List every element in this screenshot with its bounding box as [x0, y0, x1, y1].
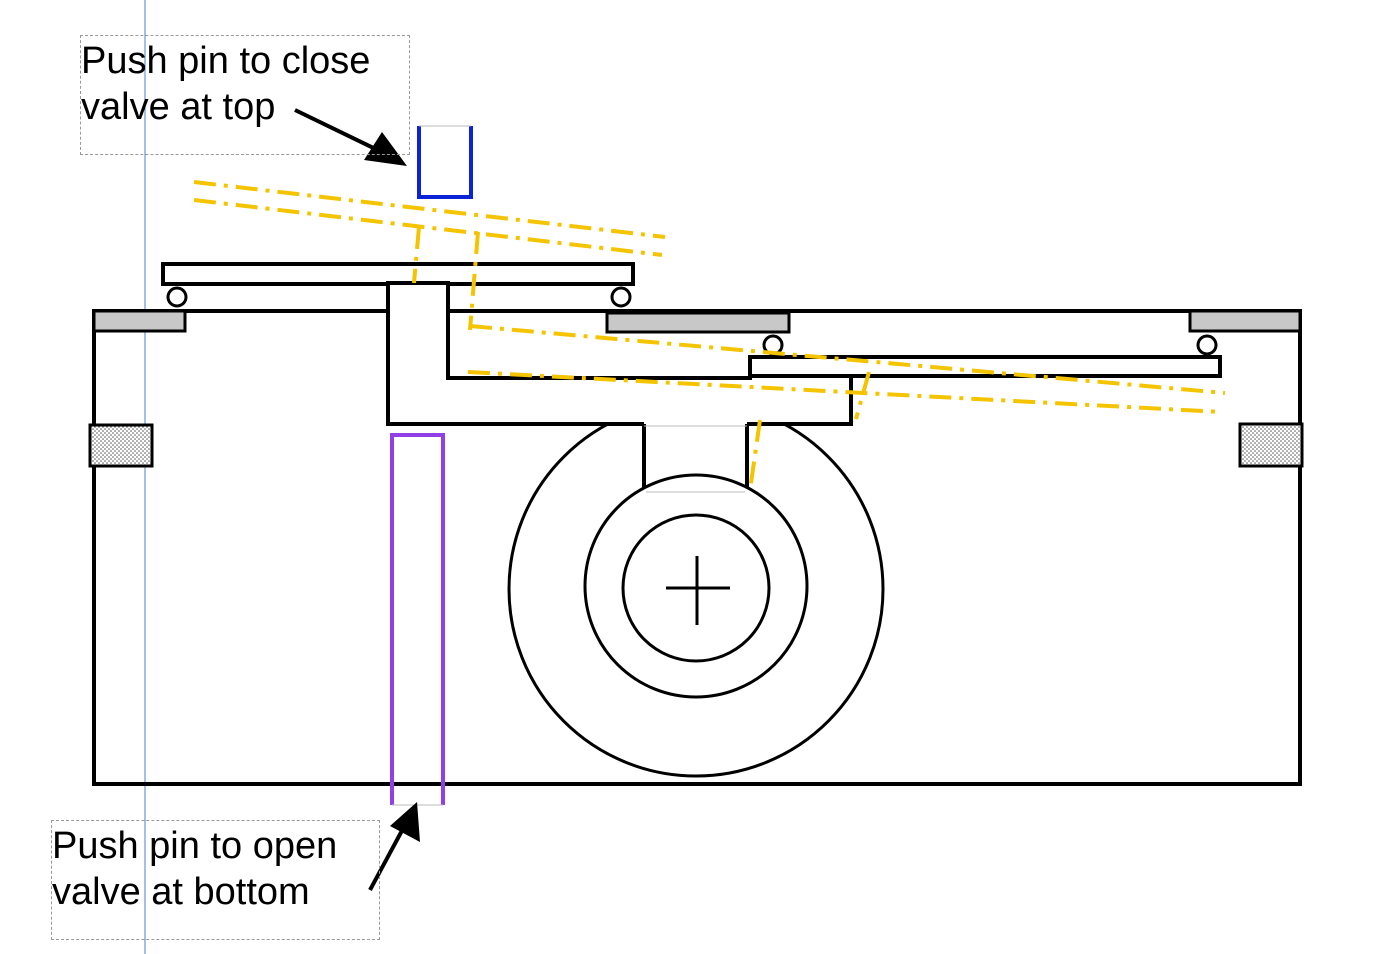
side-block-right — [1238, 422, 1304, 468]
label-top: Push pin to close valve at top — [80, 35, 410, 155]
tilted-position-trace — [193, 180, 1226, 491]
arrow-bottom-head — [390, 802, 420, 842]
roller-right — [1196, 334, 1218, 356]
label-bottom-line1: Push pin to open — [52, 825, 338, 867]
side-block-left — [88, 423, 154, 468]
bottom-push-pin — [390, 433, 445, 805]
seat-right — [1188, 309, 1302, 333]
seat-middle — [605, 311, 791, 334]
seat-left — [92, 309, 187, 333]
top-push-pin — [417, 126, 473, 199]
roller-top-right — [610, 286, 632, 308]
valve-stem — [386, 281, 853, 426]
label-top-line1: Push pin to close — [81, 40, 371, 82]
arrow-bottom-shaft — [368, 824, 407, 891]
label-bottom: Push pin to open valve at bottom — [51, 820, 380, 940]
label-bottom-line2: valve at bottom — [52, 871, 310, 913]
housing-body — [92, 309, 1302, 786]
arrow-top-head — [364, 132, 407, 166]
roller-left — [166, 286, 188, 308]
label-top-line2: valve at top — [81, 86, 276, 128]
